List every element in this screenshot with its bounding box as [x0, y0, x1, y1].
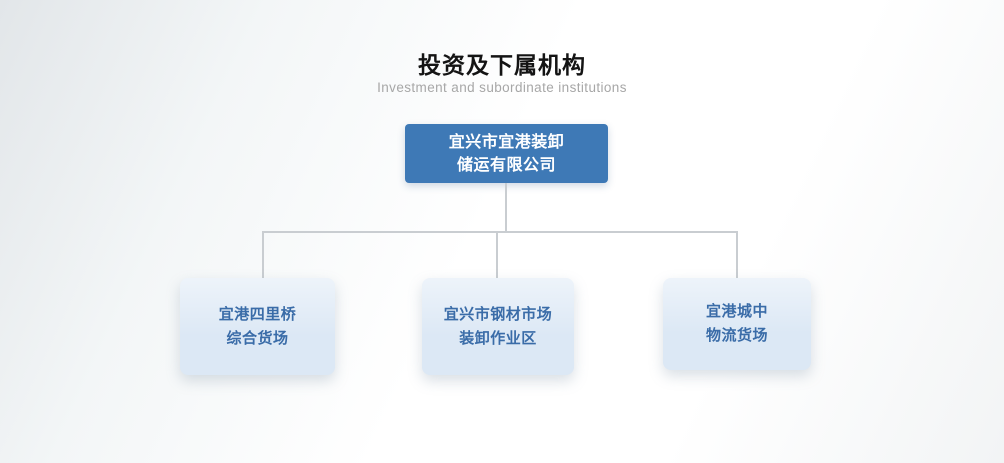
connector-drop-left [262, 233, 264, 278]
org-node-child-1-label-line1: 宜港四里桥 [218, 305, 297, 323]
org-node-child-3-label-line2: 物流货场 [705, 327, 768, 344]
org-node-root-label-line1: 宜兴市宜港装卸 [448, 133, 565, 151]
org-node-child-3: 宜港城中 物流货场 [663, 278, 811, 370]
connector-drop-middle [496, 233, 498, 278]
org-node-root-label-line2: 储运有限公司 [456, 156, 556, 174]
org-node-root: 宜兴市宜港装卸 储运有限公司 [405, 124, 608, 183]
org-node-child-1: 宜港四里桥 综合货场 [180, 278, 335, 375]
org-node-child-2-label-line1: 宜兴市钢材市场 [443, 305, 553, 323]
connector-drop-right [736, 233, 738, 278]
connector-horizontal [262, 231, 738, 233]
org-node-child-3-label-line1: 宜港城中 [705, 303, 768, 320]
page-subtitle: Investment and subordinate institutions [377, 80, 627, 95]
connector-root-drop [505, 183, 507, 233]
org-node-child-2: 宜兴市钢材市场 装卸作业区 [422, 278, 574, 375]
org-node-child-2-label-line2: 装卸作业区 [459, 329, 537, 347]
page-title: 投资及下属机构 [418, 52, 586, 78]
org-node-child-1-label-line2: 综合货场 [226, 329, 289, 347]
